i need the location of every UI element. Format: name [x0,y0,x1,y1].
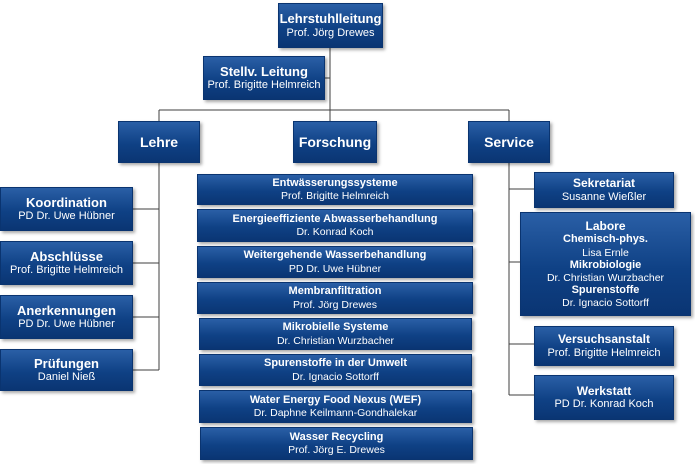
forschung-person: Dr. Konrad Koch [296,226,374,239]
forschung-box: Membranfiltration Prof. Jörg Drewes [197,282,473,314]
labore-title: Labore [585,218,626,233]
forschung-title: Entwässerungssysteme [272,176,398,189]
lehre-title: Abschlüsse [30,248,103,264]
versuchsanstalt-person: Prof. Brigitte Helmreich [547,346,661,359]
dept-forschung-label: Forschung [298,134,372,150]
deputy-box: Stellv. Leitung Prof. Brigitte Helmreich [203,56,325,100]
lehre-title: Prüfungen [34,355,99,371]
forschung-person: Dr. Christian Wurzbacher [276,334,395,347]
forschung-box: Water Energy Food Nexus (WEF) Dr. Daphne… [199,390,472,423]
dept-forschung: Forschung [293,121,377,163]
head-person: Prof. Jörg Drewes [286,26,375,39]
forschung-title: Wasser Recycling [289,430,384,443]
head-box: Lehrstuhlleitung Prof. Jörg Drewes [278,3,383,48]
head-title: Lehrstuhlleitung [279,11,382,27]
forschung-title: Mikrobielle Systeme [282,321,389,334]
service-versuchsanstalt-box: Versuchsanstalt Prof. Brigitte Helmreich [534,326,674,366]
deputy-person: Prof. Brigitte Helmreich [207,79,321,92]
lehre-person: PD Dr. Uwe Hübner [18,210,115,223]
deputy-title: Stellv. Leitung [220,63,308,79]
forschung-person: Prof. Jörg E. Drewes [288,444,385,457]
lehre-title: Anerkennungen [17,302,116,318]
versuchsanstalt-title: Versuchsanstalt [557,332,651,347]
forschung-box: Wasser Recycling Prof. Jörg E. Drewes [200,427,473,460]
sekretariat-person: Susanne Wießler [561,190,647,203]
labore-group-title: Spurenstoffe [571,283,640,296]
forschung-box: Energieeffiziente Abwasserbehandlung Dr.… [197,209,473,242]
service-labore-box: Labore Chemisch-phys. Lisa Ernle Mikrobi… [520,212,691,316]
forschung-box: Spurenstoffe in der Umwelt Dr. Ignacio S… [199,354,472,386]
lehre-person: Daniel Nieß [37,371,96,384]
lehre-box: Abschlüsse Prof. Brigitte Helmreich [0,241,133,285]
lehre-person: Prof. Brigitte Helmreich [9,264,124,277]
dept-service-label: Service [484,134,534,150]
werkstatt-person: PD Dr. Konrad Koch [554,398,654,411]
lehre-box: Koordination PD Dr. Uwe Hübner [0,187,133,231]
forschung-person: PD Dr. Uwe Hübner [288,262,382,275]
forschung-title: Spurenstoffe in der Umwelt [263,357,408,370]
forschung-box: Mikrobielle Systeme Dr. Christian Wurzba… [199,318,472,350]
werkstatt-title: Werkstatt [576,383,632,398]
labore-group-title: Chemisch-phys. [563,233,648,246]
forschung-box: Entwässerungssysteme Prof. Brigitte Helm… [197,174,473,205]
forschung-box: Weitergehende Wasserbehandlung PD Dr. Uw… [197,246,473,278]
dept-lehre-label: Lehre [139,134,179,150]
lehre-person: PD Dr. Uwe Hübner [18,318,115,331]
lehre-box: Prüfungen Daniel Nieß [0,349,133,391]
lehre-box: Anerkennungen PD Dr. Uwe Hübner [0,295,133,339]
forschung-person: Prof. Jörg Drewes [292,298,378,311]
labore-group-person: Lisa Ernle [582,246,629,259]
dept-lehre: Lehre [118,121,200,163]
forschung-title: Membranfiltration [288,285,382,298]
forschung-title: Energieeffiziente Abwasserbehandlung [232,212,438,225]
dept-service: Service [468,121,550,163]
labore-group-person: Dr. Ignacio Sottorff [562,297,649,309]
lehre-title: Koordination [26,194,107,210]
service-sekretariat-box: Sekretariat Susanne Wießler [534,172,674,208]
service-werkstatt-box: Werkstatt PD Dr. Konrad Koch [534,375,674,420]
forschung-title: Weitergehende Wasserbehandlung [243,249,427,262]
labore-group-person: Dr. Christian Wurzbacher [546,271,665,284]
forschung-title: Water Energy Food Nexus (WEF) [249,393,422,406]
forschung-person: Dr. Daphne Keilmann-Gondhalekar [253,407,418,420]
labore-group-title: Mikrobiologie [569,258,642,271]
forschung-person: Prof. Brigitte Helmreich [281,190,389,203]
forschung-person: Dr. Ignacio Sottorff [292,370,379,383]
sekretariat-title: Sekretariat [572,176,636,191]
